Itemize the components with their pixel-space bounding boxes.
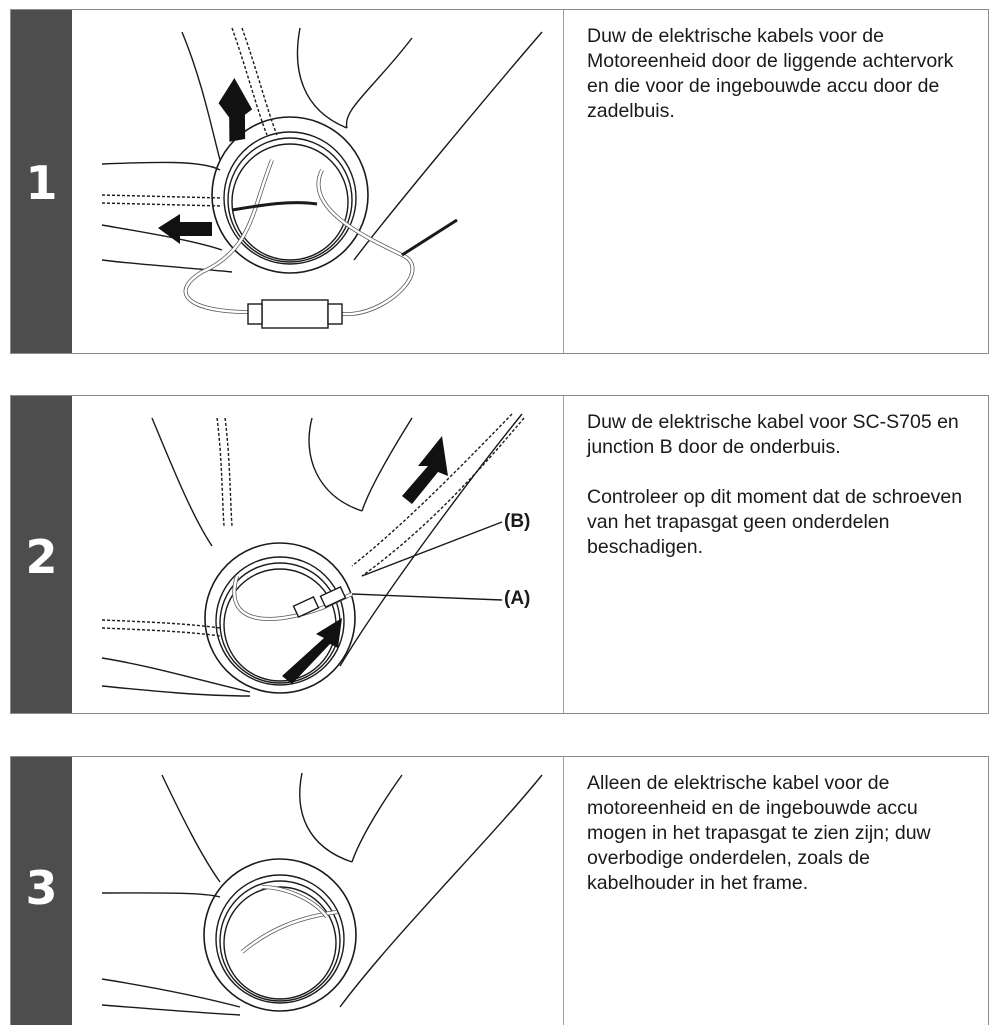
step-number: 1 bbox=[25, 156, 58, 210]
step-2-illustration: (B) (A) bbox=[72, 396, 563, 713]
step-number: 3 bbox=[25, 861, 58, 915]
step-2-panel: 2 (B) (A bbox=[10, 395, 989, 714]
step-number-bar: 3 bbox=[11, 757, 72, 1025]
step-1-illustration bbox=[72, 10, 563, 353]
step-1-text: Duw de elektrische kabels voor de Motore… bbox=[587, 24, 967, 149]
step-2-paragraph-1: Duw de elektrische kabel voor SC-S705 en… bbox=[587, 411, 959, 458]
label-a: (A) bbox=[504, 588, 531, 609]
label-b: (B) bbox=[504, 511, 531, 532]
step-3-illustration bbox=[72, 757, 563, 1025]
step-3-panel: 3 Alleen de elektrische kabel voor de mo… bbox=[10, 756, 989, 1025]
panel-divider bbox=[563, 757, 564, 1025]
step-number: 2 bbox=[25, 530, 58, 584]
panel-divider bbox=[563, 10, 564, 353]
step-3-paragraph-1: Alleen de elektrische kabel voor de moto… bbox=[587, 772, 931, 894]
step-number-bar: 2 bbox=[11, 396, 72, 713]
step-number-bar: 1 bbox=[11, 10, 72, 353]
step-1-paragraph-1: Duw de elektrische kabels voor de Motore… bbox=[587, 25, 954, 122]
step-2-text: Duw de elektrische kabel voor SC-S705 en… bbox=[587, 410, 967, 585]
step-1-panel: 1 bbox=[10, 9, 989, 354]
step-3-text: Alleen de elektrische kabel voor de moto… bbox=[587, 771, 967, 921]
step-2-paragraph-2: Controleer op dit moment dat de schroeve… bbox=[587, 486, 963, 558]
panel-divider bbox=[563, 396, 564, 713]
